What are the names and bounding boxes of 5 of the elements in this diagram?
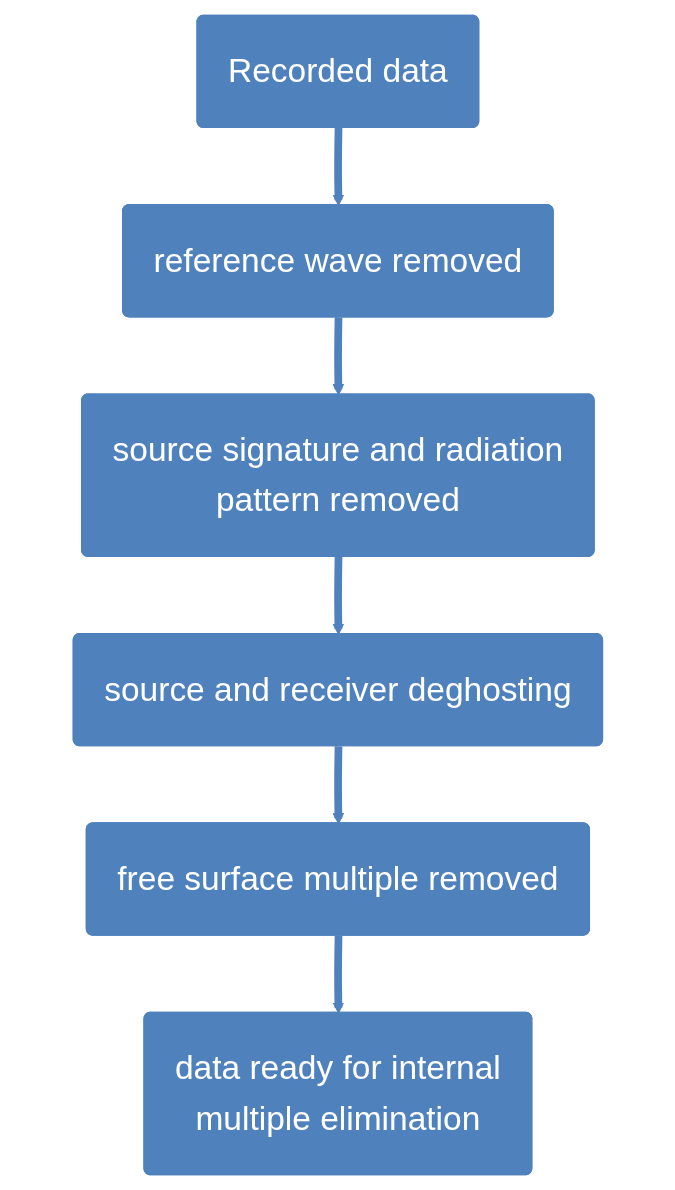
arrow <box>332 127 344 206</box>
arrow <box>332 556 344 635</box>
arrow <box>332 317 344 396</box>
arrow <box>332 746 344 825</box>
arrow <box>332 935 344 1014</box>
